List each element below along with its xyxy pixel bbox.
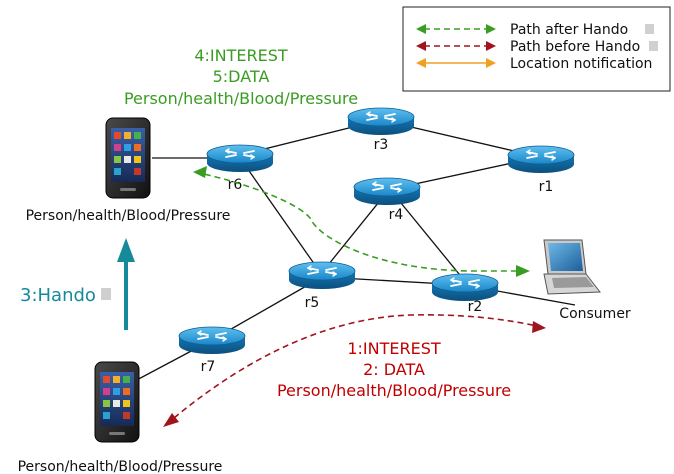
link-r4-r5 bbox=[319, 191, 388, 276]
router-icon bbox=[206, 144, 274, 173]
top-content-name: Person/health/Blood/Pressure bbox=[124, 89, 358, 108]
router-icon bbox=[507, 145, 575, 174]
link-r4-r2 bbox=[391, 191, 469, 286]
top-interest-label: 4:INTEREST bbox=[194, 46, 288, 65]
router-label-r7: r7 bbox=[201, 359, 216, 375]
top-phone-name: Person/health/Blood/Pressure bbox=[26, 208, 231, 224]
path-before-handoff bbox=[163, 314, 546, 427]
router-icon bbox=[353, 177, 421, 206]
router-r2: r2 bbox=[431, 273, 499, 315]
router-label-r1: r1 bbox=[539, 179, 554, 195]
top-data-label: 5:DATA bbox=[213, 67, 270, 86]
router-r5: r5 bbox=[288, 261, 356, 311]
legend-item-location-notification: Location notification bbox=[416, 56, 652, 72]
blurred-text-mark bbox=[101, 288, 111, 300]
legend-label-location-notification: Location notification bbox=[510, 56, 652, 72]
smartphone-icon bbox=[94, 361, 140, 443]
bottom-interest-label: 1:INTEREST bbox=[347, 339, 441, 358]
handoff-arrow bbox=[117, 238, 135, 330]
consumer-label: Consumer bbox=[559, 306, 631, 322]
legend-item-before-handoff: Path before Hando bbox=[416, 39, 658, 55]
laptop-icon bbox=[543, 239, 601, 295]
router-r7: r7 bbox=[178, 326, 246, 375]
legend-label-before-handoff: Path before Hando bbox=[510, 39, 640, 55]
legend: Path after Hando Path before Hando Locat… bbox=[402, 6, 671, 92]
router-icon bbox=[347, 107, 415, 136]
router-icon bbox=[431, 273, 499, 302]
router-icon bbox=[178, 326, 246, 355]
router-r4: r4 bbox=[353, 177, 421, 223]
router-r6: r6 bbox=[206, 144, 274, 193]
link-r6-r5 bbox=[239, 157, 323, 276]
legend-label-after-handoff: Path after Hando bbox=[510, 22, 628, 38]
bottom-data-label: 2: DATA bbox=[363, 360, 425, 379]
bottom-content-name: Person/health/Blood/Pressure bbox=[277, 381, 511, 400]
handoff-label: 3:Hando bbox=[20, 285, 96, 306]
path-after-handoff bbox=[193, 166, 530, 277]
router-r3: r3 bbox=[347, 107, 415, 153]
router-label-r4: r4 bbox=[389, 207, 404, 223]
router-label-r5: r5 bbox=[305, 295, 320, 311]
smartphone-icon bbox=[105, 117, 151, 199]
router-label-r2: r2 bbox=[468, 299, 483, 315]
router-r1: r1 bbox=[507, 145, 575, 195]
router-label-r6: r6 bbox=[228, 177, 243, 193]
legend-item-after-handoff: Path after Hando bbox=[416, 22, 654, 38]
router-label-r3: r3 bbox=[374, 137, 389, 153]
router-icon bbox=[288, 261, 356, 290]
bottom-phone-name: Person/health/Blood/Pressure bbox=[18, 459, 223, 474]
